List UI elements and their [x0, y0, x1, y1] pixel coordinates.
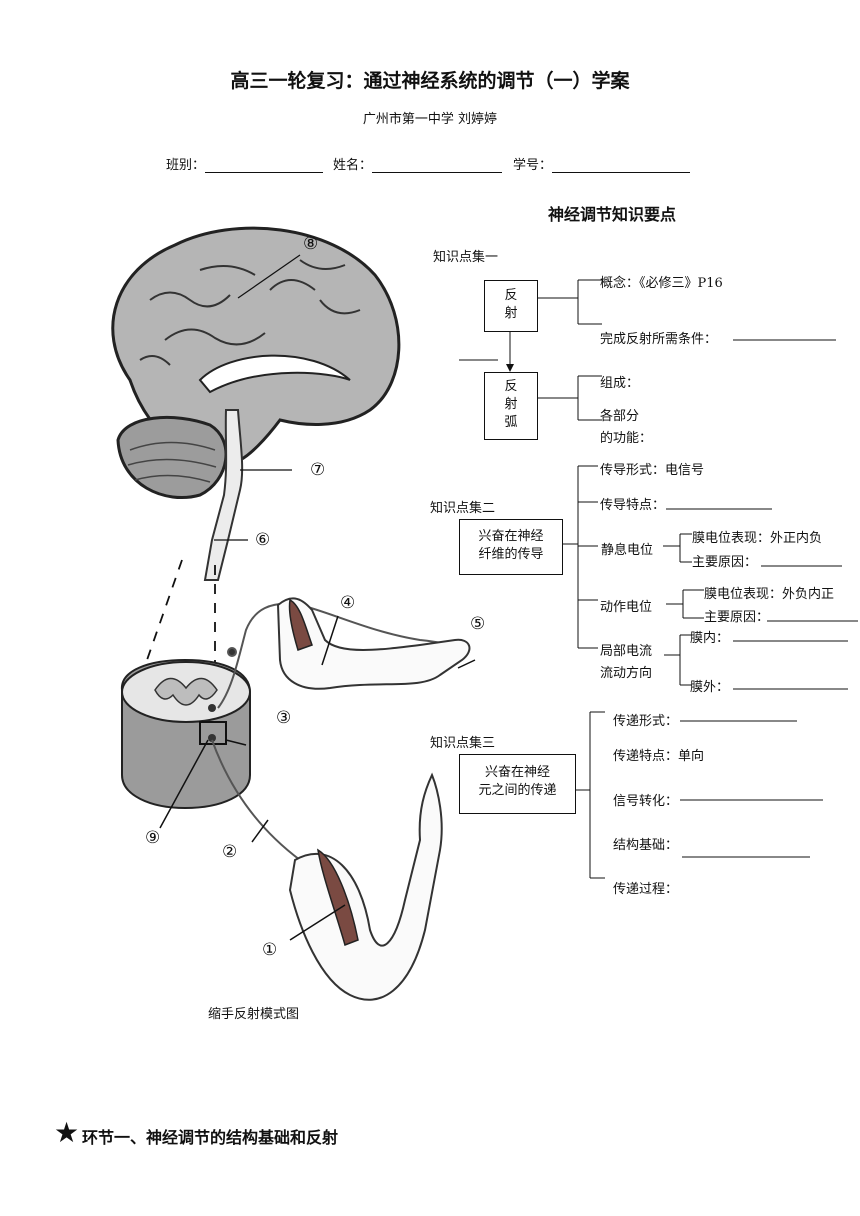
fiber-box-line2: 纤维的传导 [478, 547, 544, 562]
name-label: 姓名： [333, 158, 373, 173]
action-cause: 主要原因： [704, 610, 770, 625]
author-line: 广州市第一中学 刘婷婷 [362, 112, 498, 127]
name-field[interactable]: 姓名： [333, 154, 503, 173]
student-id-field[interactable]: 学号： [513, 154, 691, 173]
transmission-process: 传递过程： [613, 882, 679, 897]
brain-illustration [111, 226, 401, 581]
current-direction-1: 局部电流 [600, 644, 653, 659]
set3-label: 知识点集三 [430, 736, 496, 751]
reflex-arc-box-text: 反射弧 [504, 379, 518, 430]
reflex-concept: 概念：《必修三》P16 [600, 276, 723, 291]
signal-conversion: 信号转化： [613, 794, 679, 809]
student-id-blank[interactable] [552, 158, 691, 173]
label-9: ⑨ [145, 828, 161, 848]
arc-functions-2: 的功能： [600, 431, 653, 446]
action-potential: 动作电位 [600, 600, 653, 615]
label-2: ② [222, 842, 238, 862]
arc-composition: 组成： [600, 376, 640, 391]
conduction-feature: 传导特点： [600, 498, 666, 513]
name-blank[interactable] [372, 158, 503, 173]
label-6: ⑥ [255, 530, 271, 550]
pointer-lines [214, 254, 301, 541]
fiber-conduction-box: 兴奋在神经 纤维的传导 [459, 519, 563, 575]
resting-membrane: 膜电位表现：外正内负 [692, 531, 823, 546]
synapse-box-line2: 元之间的传递 [478, 783, 557, 798]
dashed-projection [139, 559, 216, 681]
resting-cause: 主要原因： [692, 555, 758, 570]
star-icon: ★ [54, 1116, 80, 1149]
set2-label: 知识点集二 [430, 501, 496, 516]
reflex-arc-box: 反射弧 [484, 372, 538, 440]
label-5: ⑤ [470, 614, 486, 634]
class-blank[interactable] [205, 158, 324, 173]
action-membrane: 膜电位表现：外负内正 [704, 587, 835, 602]
reflex-box: 反射 [484, 280, 538, 332]
structural-basis: 结构基础： [613, 838, 679, 853]
resting-potential: 静息电位 [601, 543, 654, 558]
class-label: 班别： [166, 158, 206, 173]
label-3: ③ [276, 708, 292, 728]
membrane-inside: 膜内： [690, 631, 730, 646]
section-title: 环节一、神经调节的结构基础和反射 [82, 1128, 339, 1147]
synapse-transmission-box: 兴奋在神经 元之间的传递 [459, 754, 576, 814]
reflex-conditions: 完成反射所需条件： [600, 332, 718, 347]
conduction-form: 传导形式：电信号 [600, 463, 705, 478]
transmission-feature: 传递特点：单向 [613, 749, 705, 764]
class-field[interactable]: 班别： [166, 154, 324, 173]
fiber-box-line1: 兴奋在神经 [478, 529, 544, 544]
label-1: ① [262, 940, 278, 960]
lower-arm-illustration [288, 772, 443, 1001]
page-title: 高三一轮复习：通过神经系统的调节（一）学案 [230, 70, 630, 92]
synapse-box-line1: 兴奋在神经 [484, 765, 550, 780]
label-leader-lines [159, 615, 476, 941]
label-4: ④ [340, 593, 356, 613]
label-8: ⑧ [303, 234, 319, 254]
set1-label: 知识点集一 [433, 250, 499, 265]
upper-arm-illustration [276, 597, 471, 690]
summary-heading: 神经调节知识要点 [548, 205, 677, 224]
current-direction-2: 流动方向 [600, 666, 653, 681]
transmission-form: 传递形式： [613, 714, 679, 729]
membrane-outside: 膜外： [690, 680, 730, 695]
arc-functions-1: 各部分 [600, 409, 640, 424]
label-7: ⑦ [310, 460, 326, 480]
figure-caption: 缩手反射模式图 [208, 1007, 300, 1022]
student-id-label: 学号： [513, 158, 553, 173]
reflex-box-text: 反射 [504, 288, 518, 321]
